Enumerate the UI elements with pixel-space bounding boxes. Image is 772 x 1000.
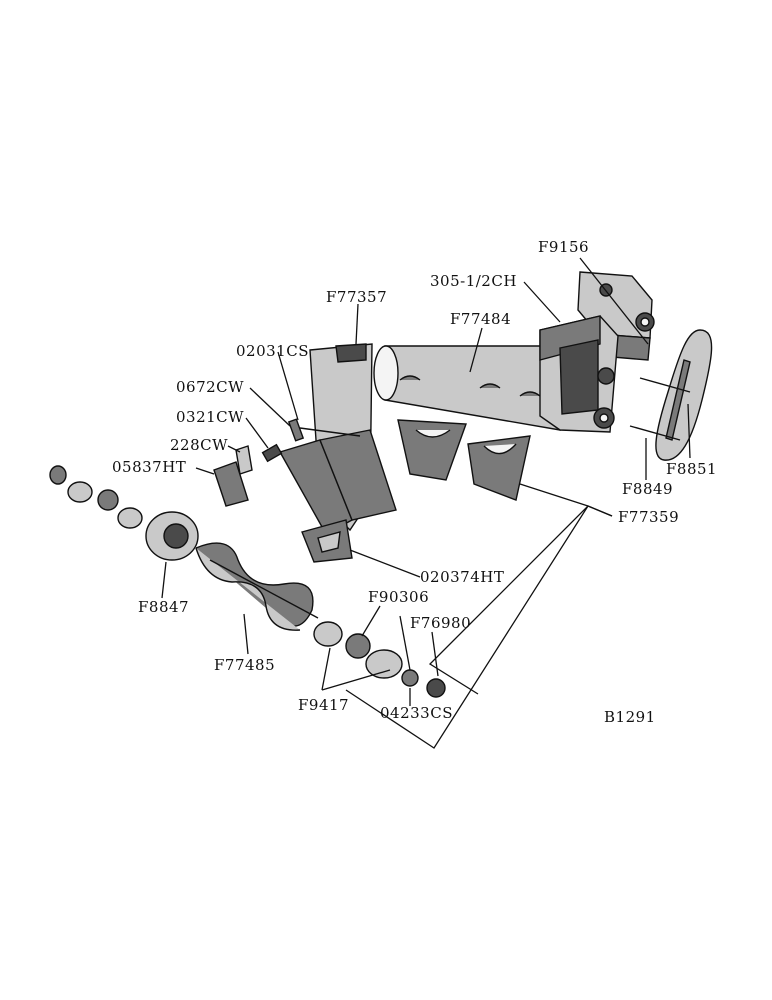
- label-0321cw: 0321CW: [176, 408, 244, 426]
- label-f77484: F77484: [450, 310, 511, 328]
- label-f90306: F90306: [368, 588, 429, 606]
- figure-id: B1291: [604, 708, 656, 726]
- label-f77359: F77359: [618, 508, 679, 526]
- bearings-left: [49, 465, 199, 561]
- split-housings: [397, 419, 531, 501]
- leader-lines: [161, 257, 691, 749]
- label-228cw: 228CW: [170, 436, 228, 454]
- label-f8851: F8851: [666, 460, 717, 478]
- auger-flighting: [195, 542, 319, 631]
- drive-plate: [629, 329, 713, 461]
- label-0672cw: 0672CW: [176, 378, 244, 396]
- label-f76980: F76980: [410, 614, 471, 632]
- chute: [278, 343, 397, 535]
- label-f77357: F77357: [326, 288, 387, 306]
- part-labels: F9156 305-1/2CH F77357 F77484 02031CS 06…: [112, 238, 717, 726]
- small-hardware: [213, 418, 305, 507]
- label-04233cs: 04233CS: [380, 704, 453, 722]
- label-305-1-2ch: 305-1/2CH: [430, 272, 517, 290]
- label-f9417: F9417: [298, 696, 349, 714]
- label-f77485: F77485: [214, 656, 275, 674]
- auger-tube: [373, 345, 561, 431]
- label-f8847: F8847: [138, 598, 189, 616]
- label-f8849: F8849: [622, 480, 673, 498]
- label-05837ht: 05837HT: [112, 458, 186, 476]
- housing-head: [539, 315, 619, 433]
- label-020374ht: 020374HT: [420, 568, 504, 586]
- label-02031cs: 02031CS: [236, 342, 309, 360]
- wedge-block: [301, 519, 353, 563]
- bearings-lower: [313, 621, 446, 698]
- label-f9156: F9156: [538, 238, 589, 256]
